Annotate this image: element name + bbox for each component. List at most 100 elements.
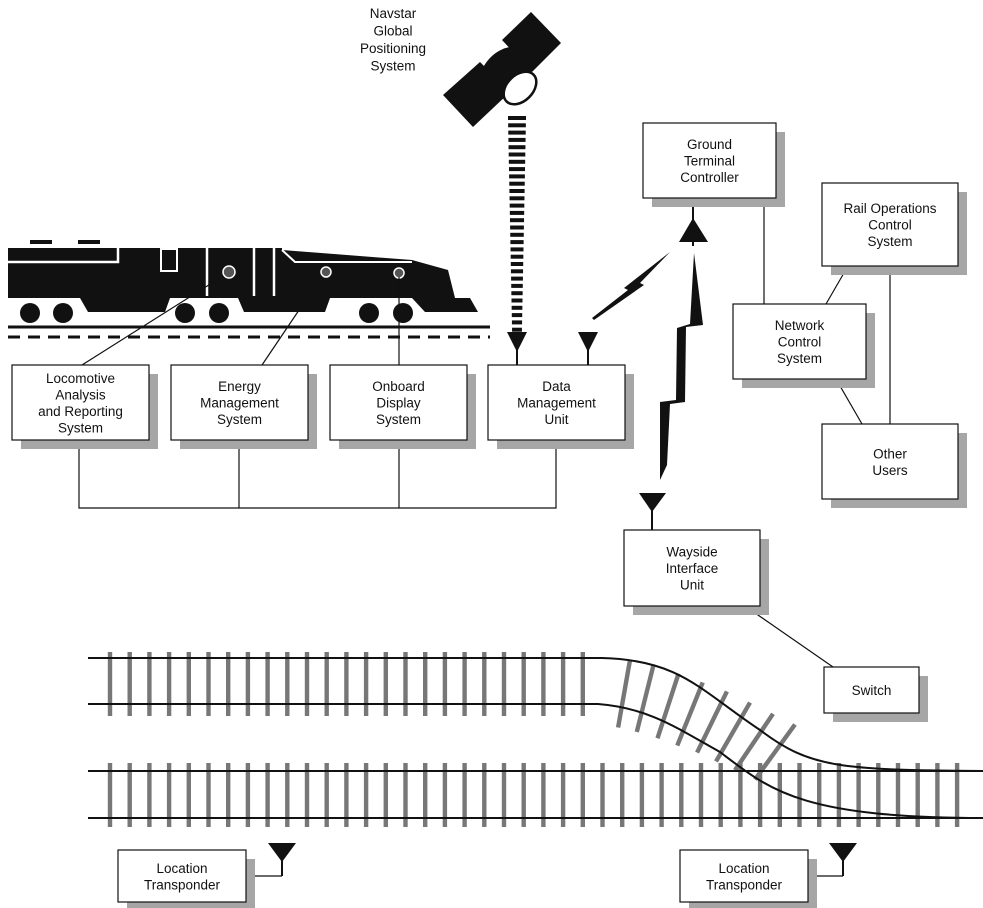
beam-dash [509, 189, 525, 193]
beam-dash [510, 232, 524, 237]
track-tie [344, 763, 349, 827]
track-tie [679, 763, 684, 827]
beam-dash [510, 225, 524, 230]
box-label-line: Wayside [666, 545, 717, 560]
track-tie [620, 763, 625, 827]
track-tie [580, 763, 585, 827]
track-tie [698, 763, 704, 827]
track-tie [560, 652, 566, 716]
track-tie [127, 652, 132, 716]
beam-dash [508, 145, 526, 150]
track-tie [245, 763, 251, 827]
box-label-line: and Reporting [38, 404, 123, 419]
track-tie [304, 652, 310, 716]
track-tie [383, 652, 388, 716]
box-label-line: Transponder [144, 877, 221, 892]
box-label-line: Terminal [684, 154, 735, 169]
radio-link-bolts [592, 252, 703, 480]
track-tie [695, 690, 729, 754]
track-tie [206, 652, 211, 716]
track-tie [777, 763, 782, 827]
beam-dash [508, 130, 526, 135]
beam-dash [508, 116, 526, 120]
track-tie [285, 652, 290, 716]
track-tie [442, 763, 448, 827]
track-tie [501, 652, 507, 716]
track-tie [954, 763, 960, 827]
track-tie [363, 763, 369, 827]
box-label-line: Analysis [55, 387, 106, 402]
track-tie [206, 763, 211, 827]
beam-dash [508, 167, 526, 172]
track-tie [501, 763, 507, 827]
beam-dash [510, 269, 524, 274]
locomotive-leader-lines [81, 275, 400, 366]
antenna-icon [507, 332, 598, 365]
beam-dash [510, 247, 524, 252]
track-tie [147, 652, 152, 716]
box-label-line: Transponder [706, 877, 783, 892]
track-tie [675, 681, 705, 747]
satellite-label-line: System [370, 59, 415, 74]
beam-dash [508, 137, 526, 142]
box-label-line: Control [778, 335, 822, 350]
box-label-line: Location [718, 861, 769, 876]
track-tie [817, 763, 822, 827]
satellite-signal-beam [508, 116, 526, 332]
box-label-line: Data [542, 379, 571, 394]
beam-dash [512, 327, 522, 332]
track-tie [166, 763, 172, 827]
box-label-line: Display [376, 396, 421, 411]
box-label-line: Onboard [372, 379, 425, 394]
track-tie [521, 763, 526, 827]
beam-dash [511, 283, 523, 288]
beam-dash [509, 218, 525, 223]
track-tie [560, 763, 566, 827]
beam-dash [510, 254, 524, 259]
beam-dash [508, 152, 526, 157]
track-tie [462, 763, 467, 827]
track-tie [127, 763, 132, 827]
track-tie [600, 763, 605, 827]
track-tie [383, 763, 388, 827]
satellite-label-line: Navstar [370, 6, 417, 21]
satellite-label-line: Global [373, 24, 412, 39]
box-label-line: Other [873, 446, 907, 461]
satellite-label-line: Positioning [360, 41, 426, 56]
box-label-line: Controller [680, 170, 739, 185]
beam-dash [510, 262, 524, 266]
box-frame [821, 182, 959, 267]
box-label-line: Control [868, 218, 912, 233]
onboard-bus [78, 440, 557, 509]
box-frame [487, 364, 626, 441]
track-tie [423, 763, 428, 827]
rail [88, 703, 983, 819]
beam-dash [511, 320, 523, 325]
box-label-line: Locomotive [46, 371, 115, 386]
box-label-line: System [867, 234, 912, 249]
box-frame [329, 364, 468, 441]
track-tie [541, 652, 546, 716]
track-tie [245, 652, 251, 716]
track-tie [324, 652, 329, 716]
switch-box-label: Switch [852, 683, 892, 698]
track-tie [757, 763, 763, 827]
beam-dash [508, 123, 526, 128]
switch-box: Switch [823, 666, 928, 722]
box-frame [623, 529, 761, 607]
track-tie [304, 763, 310, 827]
beam-dash [509, 181, 525, 186]
box-label-line: Location [156, 861, 207, 876]
